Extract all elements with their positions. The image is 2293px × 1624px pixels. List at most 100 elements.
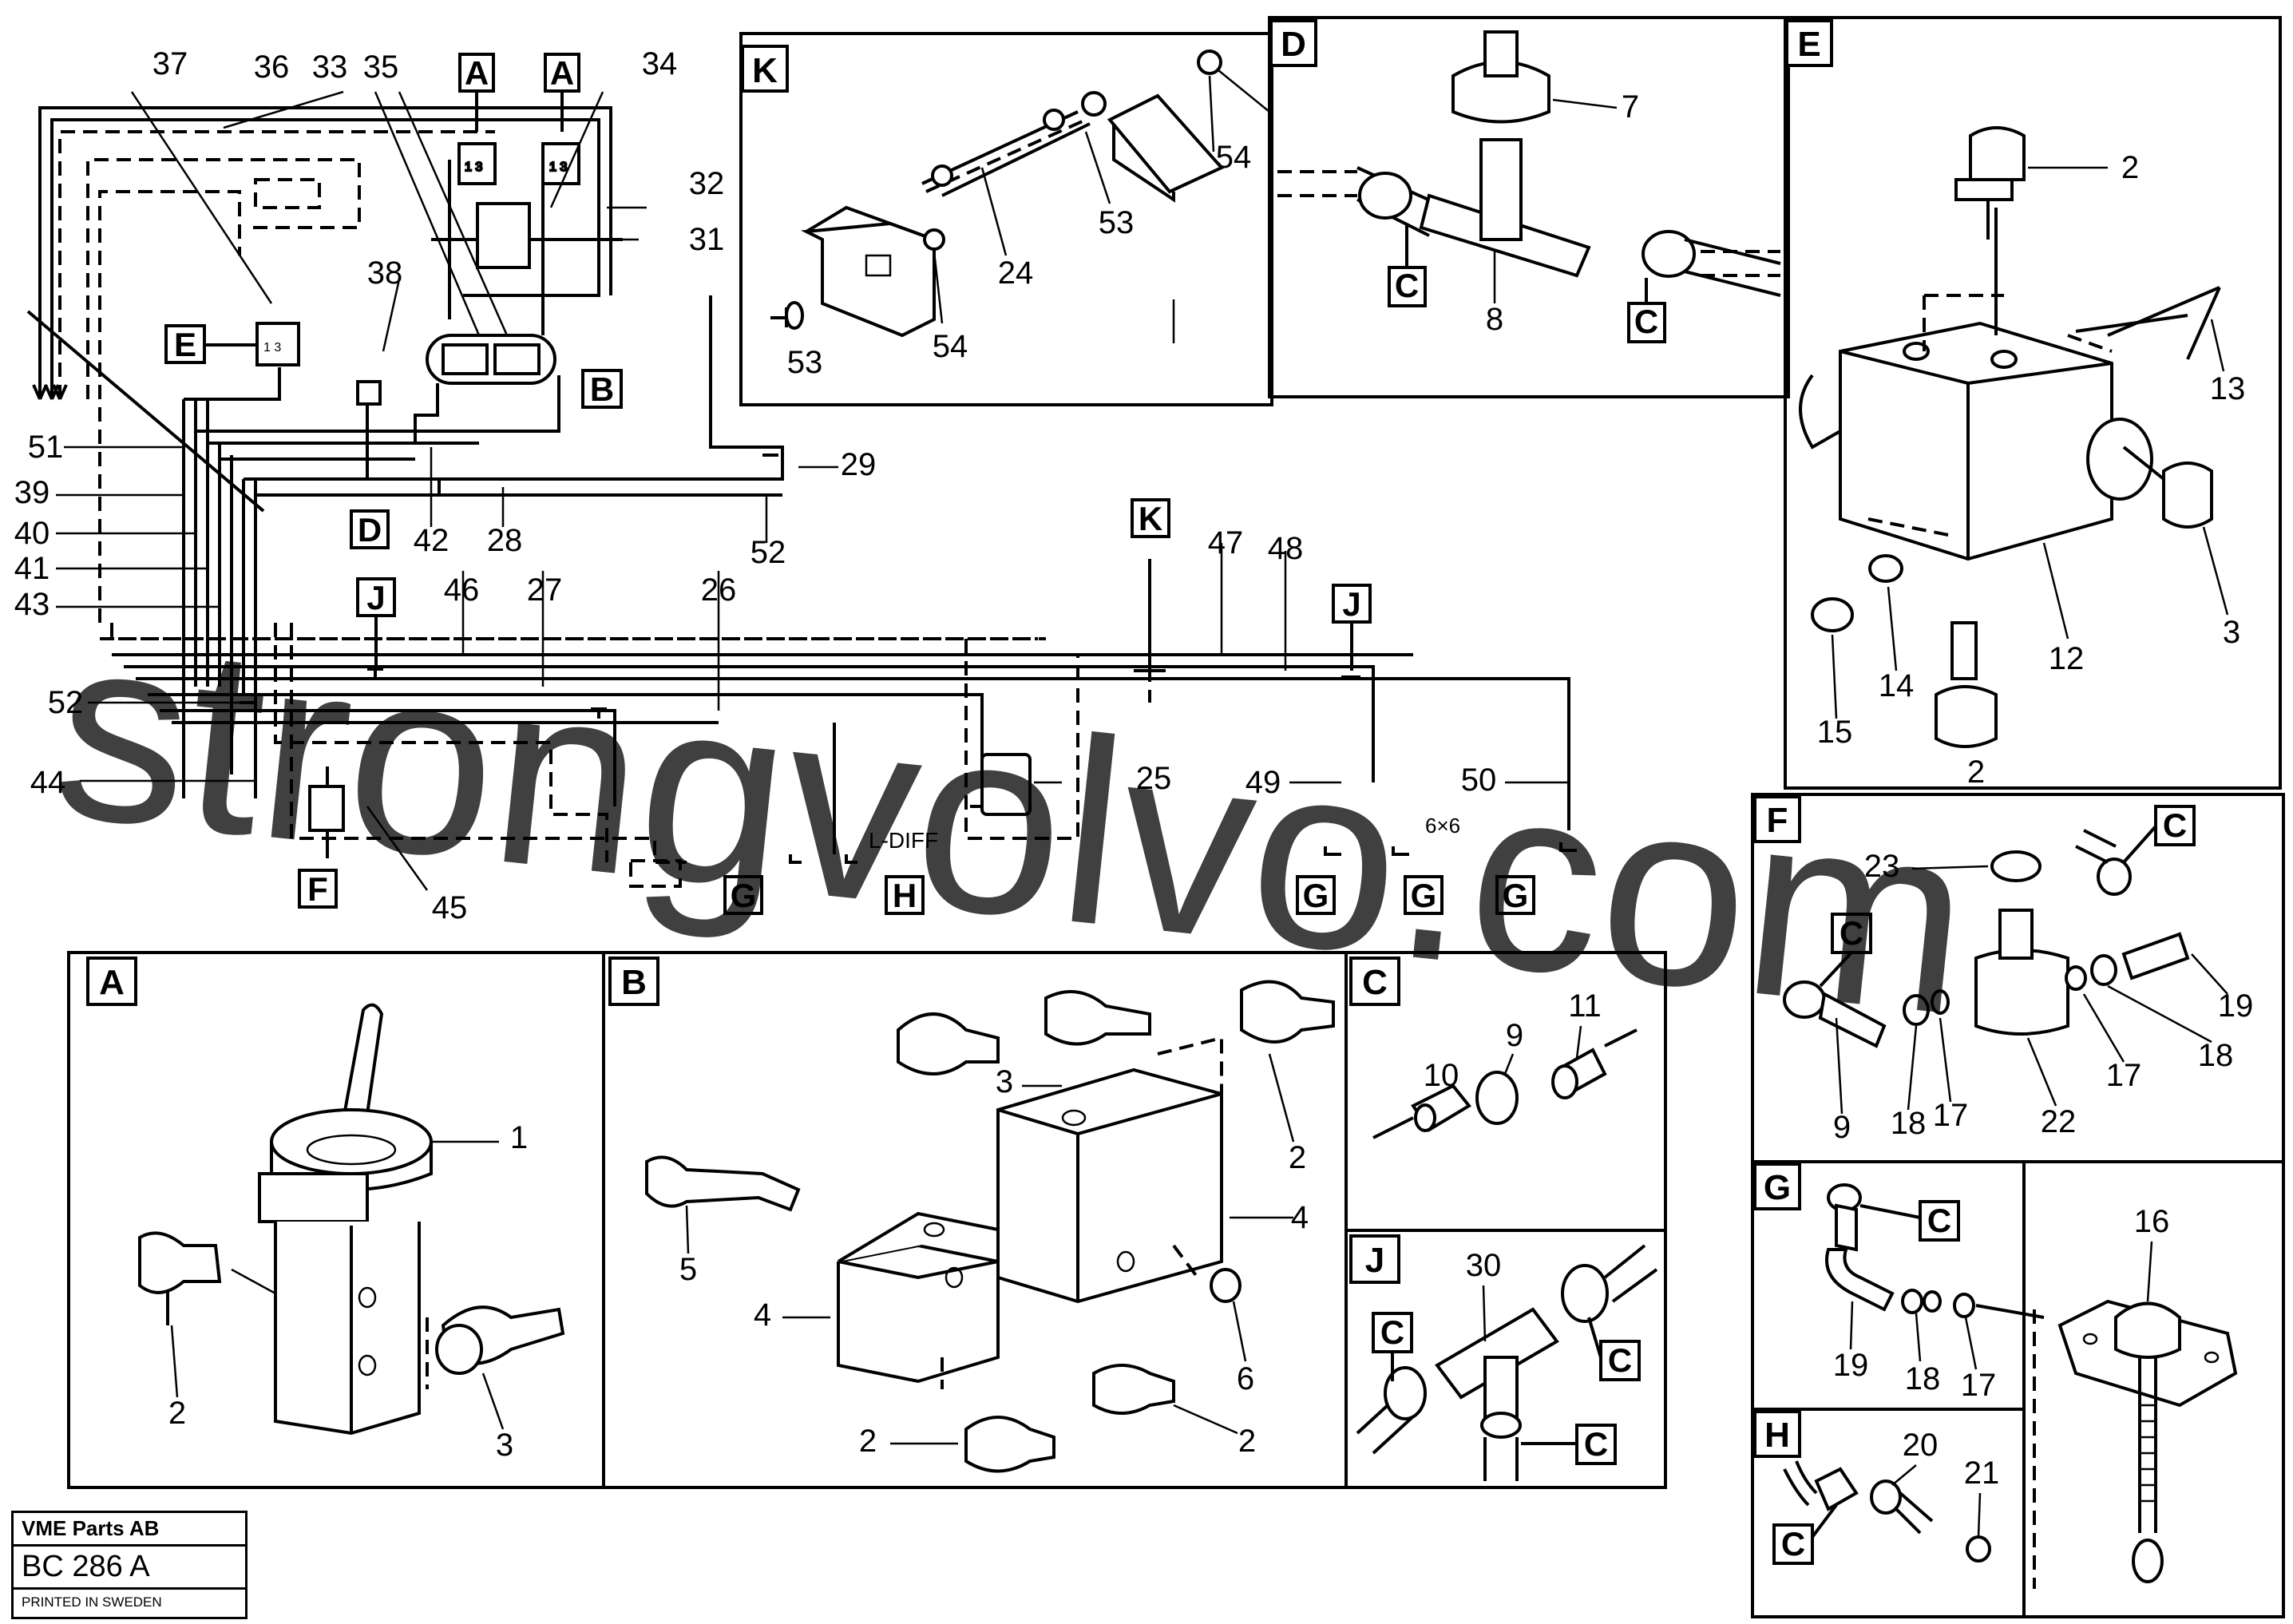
main-schematic: 1 3 1 3 1 3: [26, 59, 1577, 888]
callout-25: 25: [1136, 761, 1172, 796]
valve-block-31: [476, 202, 531, 269]
callout-11: 11: [1568, 988, 1602, 1024]
callout-3-b: 3: [996, 1064, 1013, 1099]
callout-43: 43: [14, 587, 50, 622]
callout-2-e-top: 2: [2121, 150, 2139, 185]
nut-d-right: [1642, 230, 1696, 278]
callout-19-f: 19: [2218, 988, 2254, 1024]
callout-16: 16: [2134, 1204, 2170, 1239]
callout-15: 15: [1817, 715, 1853, 750]
callout-18-g: 18: [1905, 1361, 1941, 1396]
callout-29: 29: [841, 447, 877, 482]
callout-44: 44: [30, 765, 66, 800]
title-stamp: VME Parts AB BC 286 A PRINTED IN SWEDEN: [11, 1511, 248, 1619]
callout-46: 46: [444, 572, 480, 608]
ref-j-right: J: [1342, 585, 1360, 623]
svg-text:1 3: 1 3: [465, 160, 482, 174]
callout-18-f-left: 18: [1891, 1106, 1927, 1141]
callout-32: 32: [689, 166, 725, 201]
callout-22: 22: [2041, 1104, 2077, 1139]
callout-13: 13: [2210, 371, 2246, 406]
callout-47: 47: [1208, 525, 1244, 560]
panel-d-frame: [1268, 16, 1790, 398]
callout-2-e-bottom: 2: [1967, 755, 1985, 790]
callout-31: 31: [689, 222, 725, 257]
valve-e: [255, 322, 300, 366]
ref-j-left: J: [366, 579, 385, 616]
panel-h-contents: C 20 21: [1772, 1428, 1999, 1565]
callout-2-b-mid: 2: [1238, 1424, 1256, 1459]
callout-54-k-bottom: 54: [933, 329, 968, 364]
callout-52-left: 52: [48, 685, 84, 720]
panel-16-frame: [2022, 1160, 2285, 1618]
ref-e: E: [174, 326, 196, 363]
ref-f-c-left: C: [1840, 914, 1863, 952]
callout-51: 51: [28, 430, 64, 465]
panel-k-header: K: [752, 51, 778, 90]
ref-j-c-left: C: [1380, 1313, 1404, 1351]
ref-h: H: [893, 877, 917, 914]
panel-k-frame: [739, 32, 1273, 406]
panel-e-contents: 2 13 3 12 14 15 2: [1799, 126, 2246, 790]
ref-g-c: C: [1927, 1202, 1951, 1239]
callout-1: 1: [510, 1120, 528, 1155]
schematic-callouts: 37 36 33 35 34 32 31 38 51 39 40 41 43 4…: [14, 46, 1497, 925]
panel-c-header: C: [1362, 963, 1388, 1002]
callout-23: 23: [1864, 849, 1900, 884]
panel-f-contents: C C 23 19 18 17 22 17 18 9: [1783, 805, 2254, 1145]
callout-4-b-right: 4: [1291, 1200, 1309, 1235]
callout-50: 50: [1461, 762, 1497, 798]
ref-g-4: G: [1503, 877, 1529, 914]
callout-6: 6: [1237, 1361, 1254, 1396]
callout-37: 37: [152, 46, 188, 81]
ref-g-2: G: [1303, 877, 1329, 914]
nut-d-left: [1358, 172, 1412, 220]
callout-19-g: 19: [1833, 1348, 1869, 1383]
panel-frames: [67, 16, 2285, 1618]
callout-18-f: 18: [2198, 1038, 2234, 1073]
ref-a-left: A: [465, 54, 489, 92]
panel-j-contents: C C C 30: [1356, 1244, 1658, 1481]
callout-5: 5: [679, 1252, 697, 1287]
callout-35: 35: [363, 50, 399, 85]
valve-a-left: [457, 142, 497, 185]
panel-e-header: E: [1797, 25, 1820, 64]
panel-h-header: H: [1764, 1416, 1790, 1455]
callout-36: 36: [254, 50, 290, 85]
ref-b: B: [590, 370, 614, 408]
callout-14: 14: [1879, 668, 1915, 703]
ref-d-c-right: C: [1634, 303, 1658, 340]
callout-38: 38: [367, 255, 403, 291]
callout-53-k-bottom: 53: [787, 345, 823, 380]
panel-16-contents: 16: [2033, 1204, 2238, 1589]
panel-c-contents: 11 9 10: [1372, 988, 1638, 1139]
callout-34: 34: [642, 46, 678, 81]
callout-17-f-left: 17: [1933, 1098, 1969, 1133]
panel-f-header: F: [1767, 801, 1788, 840]
ref-d: D: [358, 511, 382, 549]
panel-j-header: J: [1365, 1241, 1384, 1280]
callout-3-a: 3: [496, 1428, 513, 1463]
callout-49: 49: [1246, 765, 1281, 800]
panel-b-contents: 2 3 4 5 4 6 2 2: [645, 980, 1335, 1473]
callout-2-b-top: 2: [1289, 1140, 1306, 1175]
callout-17-f-right: 17: [2106, 1058, 2142, 1093]
panel-a-header: A: [99, 963, 125, 1002]
callout-41: 41: [14, 551, 50, 586]
callout-20: 20: [1903, 1428, 1939, 1463]
ref-g-3: G: [1411, 877, 1437, 914]
svg-text:1 3: 1 3: [549, 160, 567, 174]
panel-j-frame: [1345, 1229, 1667, 1489]
callout-30: 30: [1466, 1248, 1502, 1283]
callout-10: 10: [1424, 1058, 1459, 1093]
ref-f: F: [307, 870, 328, 908]
callout-27: 27: [527, 572, 563, 608]
callout-9-c: 9: [1506, 1018, 1523, 1053]
panel-a-contents: 1 2 3: [138, 1003, 565, 1463]
panel-g-contents: C 19 18 17: [1825, 1183, 2045, 1403]
box-25: [980, 753, 1032, 816]
panel-b-header: B: [621, 963, 647, 1002]
ref-g-1: G: [731, 877, 757, 914]
callout-2-a: 2: [168, 1396, 186, 1431]
panel-g-header: G: [1764, 1168, 1791, 1207]
